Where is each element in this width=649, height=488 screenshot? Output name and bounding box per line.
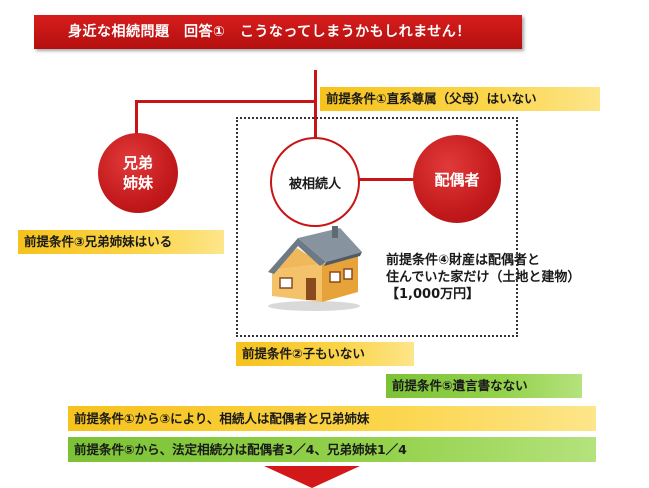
condition-4-text: 前提条件④財産は配偶者と 住んでいた家だけ（土地と建物） 【1,000万円】 xyxy=(386,252,580,303)
page-title: 身近な相続問題 回答① こうなってしまうかもしれません！ xyxy=(68,24,471,40)
condition-4-line-2: 住んでいた家だけ（土地と建物） xyxy=(386,270,581,285)
connector-vertical-top xyxy=(314,70,317,158)
connector-siblings-drop xyxy=(135,100,138,136)
condition-3-label: 前提条件③兄弟姉妹はいる xyxy=(18,230,224,254)
connector-horizontal-top xyxy=(136,100,317,103)
title-banner: 身近な相続問題 回答① こうなってしまうかもしれません！ xyxy=(34,15,522,49)
connector-spouse xyxy=(356,178,418,181)
down-arrow-icon xyxy=(264,466,360,488)
conclusion-shares: 前提条件⑤から、法定相続分は配偶者3／4、兄弟姉妹1／4 xyxy=(68,437,596,462)
spouse-node: 配偶者 xyxy=(413,135,501,223)
house-icon xyxy=(268,226,362,311)
household-frame xyxy=(236,117,518,337)
condition-4-line-1: 前提条件④財産は配偶者と xyxy=(386,253,541,268)
siblings-label: 兄弟 姉妹 xyxy=(122,154,153,192)
condition-4-line-3: 【1,000万円】 xyxy=(386,287,480,302)
condition-1-label: 前提条件①直系尊属（父母）はいない xyxy=(320,87,600,111)
siblings-node: 兄弟 姉妹 xyxy=(98,133,178,213)
conclusion-heirs: 前提条件①から③により、相続人は配偶者と兄弟姉妹 xyxy=(68,406,596,431)
spouse-label: 配偶者 xyxy=(434,170,480,189)
condition-2-label: 前提条件②子もいない xyxy=(236,342,414,366)
deceased-node: 被相続人 xyxy=(270,137,360,227)
condition-5-label: 前提条件⑤遺言書なない xyxy=(386,374,582,398)
deceased-label: 被相続人 xyxy=(288,176,341,192)
